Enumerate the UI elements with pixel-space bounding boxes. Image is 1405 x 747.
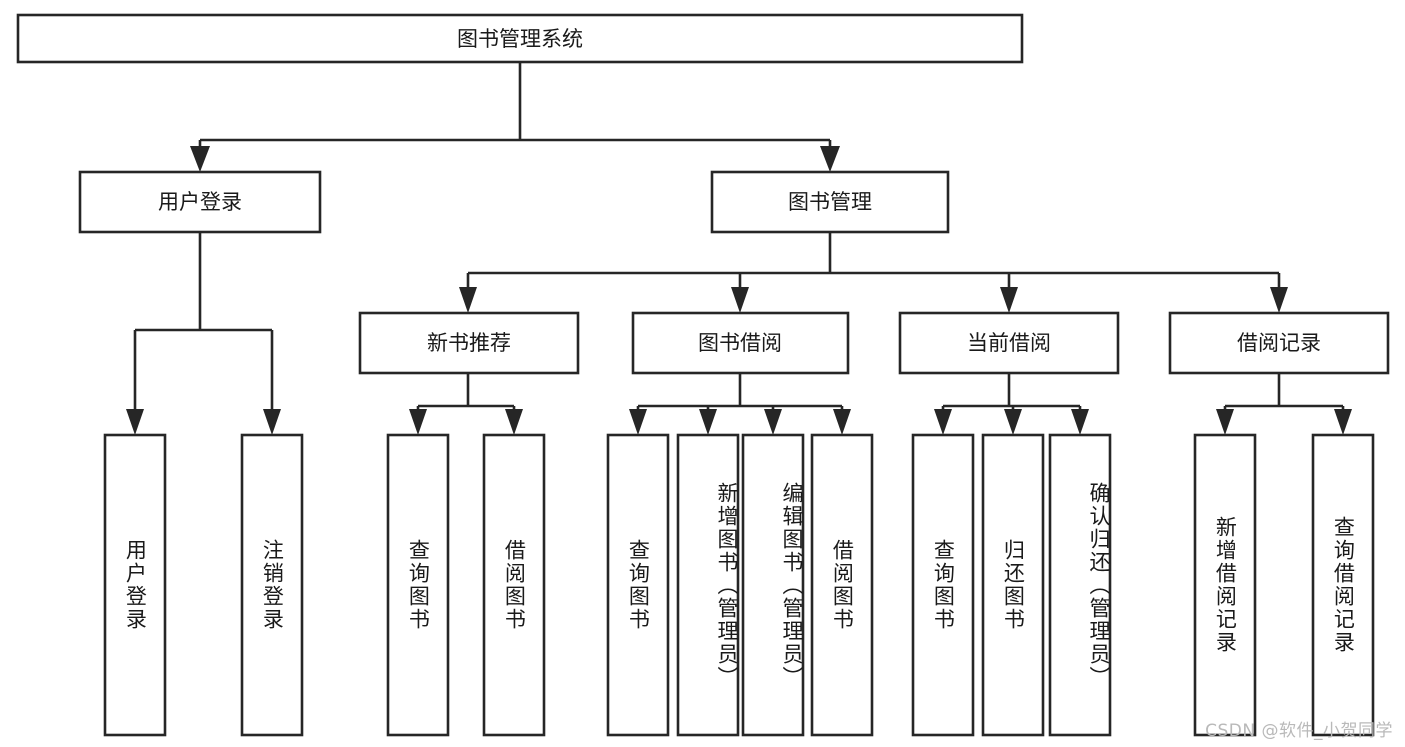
leaf-box-return-book[interactable]	[981, 433, 1045, 737]
node-book-management[interactable]: 图书管理	[710, 170, 950, 234]
arrow-head-book-management	[820, 146, 840, 172]
root-box[interactable]	[16, 13, 1024, 64]
node-current-borrow[interactable]: 当前借阅	[898, 311, 1120, 375]
leaf-box-add-book[interactable]	[676, 433, 740, 737]
node-book-borrow[interactable]: 图书借阅	[631, 311, 850, 375]
root-label: 图书管理系统	[457, 27, 583, 51]
arrow-head-current-borrow	[1000, 287, 1018, 313]
arrow-head-leaf-user-logout	[263, 409, 281, 435]
arrow-head-leaf-user-login	[126, 409, 144, 435]
leaf-box-query-book-2[interactable]	[606, 433, 670, 737]
leaf-box-add-record[interactable]	[1193, 433, 1257, 737]
arrow-head-book-borrow	[731, 287, 749, 313]
arrow-head-new-book-recommend	[459, 287, 477, 313]
leaf-box-confirm-return[interactable]	[1048, 433, 1112, 737]
arrow-head-leaf-add-record	[1216, 409, 1234, 435]
arrow-head-leaf-query-record	[1334, 409, 1352, 435]
leaf-box-user-logout[interactable]	[240, 433, 304, 737]
arrow-head-leaf-borrow-book-2	[833, 409, 851, 435]
node-borrow-record[interactable]: 借阅记录	[1168, 311, 1390, 375]
csdn-watermark: CSDN @软件_小贺同学	[1205, 721, 1393, 741]
user-login-label: 用户登录	[158, 190, 242, 214]
arrow-head-leaf-return-book	[1004, 409, 1022, 435]
arrow-head-leaf-confirm-return	[1071, 409, 1089, 435]
user-login-box[interactable]	[78, 170, 322, 234]
leaf-box-user-login[interactable]	[103, 433, 167, 737]
leaf-box-edit-book[interactable]	[741, 433, 805, 737]
arrow-head-leaf-query-book-3	[934, 409, 952, 435]
current-borrow-label: 当前借阅	[967, 331, 1051, 355]
node-root[interactable]: 图书管理系统	[16, 13, 1024, 64]
arrow-head-user-login	[190, 146, 210, 172]
arrow-head-leaf-query-book-1	[409, 409, 427, 435]
arrow-head-leaf-add-book	[699, 409, 717, 435]
leaf-box-borrow-book-1[interactable]	[482, 433, 546, 737]
leaf-box-query-record[interactable]	[1311, 433, 1375, 737]
new-book-recommend-box[interactable]	[358, 311, 580, 375]
node-new-book-recommend[interactable]: 新书推荐	[358, 311, 580, 375]
book-borrow-label: 图书借阅	[698, 331, 782, 355]
new-book-recommend-label: 新书推荐	[427, 331, 511, 355]
book-management-box[interactable]	[710, 170, 950, 234]
leaf-box-layer	[103, 433, 1375, 737]
current-borrow-box[interactable]	[898, 311, 1120, 375]
node-user-login[interactable]: 用户登录	[78, 170, 322, 234]
leaf-box-query-book-1[interactable]	[386, 433, 450, 737]
arrow-head-leaf-edit-book	[764, 409, 782, 435]
arrow-head-leaf-query-book-2	[629, 409, 647, 435]
book-borrow-box[interactable]	[631, 311, 850, 375]
leaf-box-borrow-book-2[interactable]	[810, 433, 874, 737]
arrow-head-borrow-record	[1270, 287, 1288, 313]
borrow-record-box[interactable]	[1168, 311, 1390, 375]
leaf-box-query-book-3[interactable]	[911, 433, 975, 737]
book-management-label: 图书管理	[788, 190, 872, 214]
borrow-record-label: 借阅记录	[1237, 331, 1321, 355]
arrow-head-leaf-borrow-book-1	[505, 409, 523, 435]
connector-layer	[126, 62, 1352, 435]
